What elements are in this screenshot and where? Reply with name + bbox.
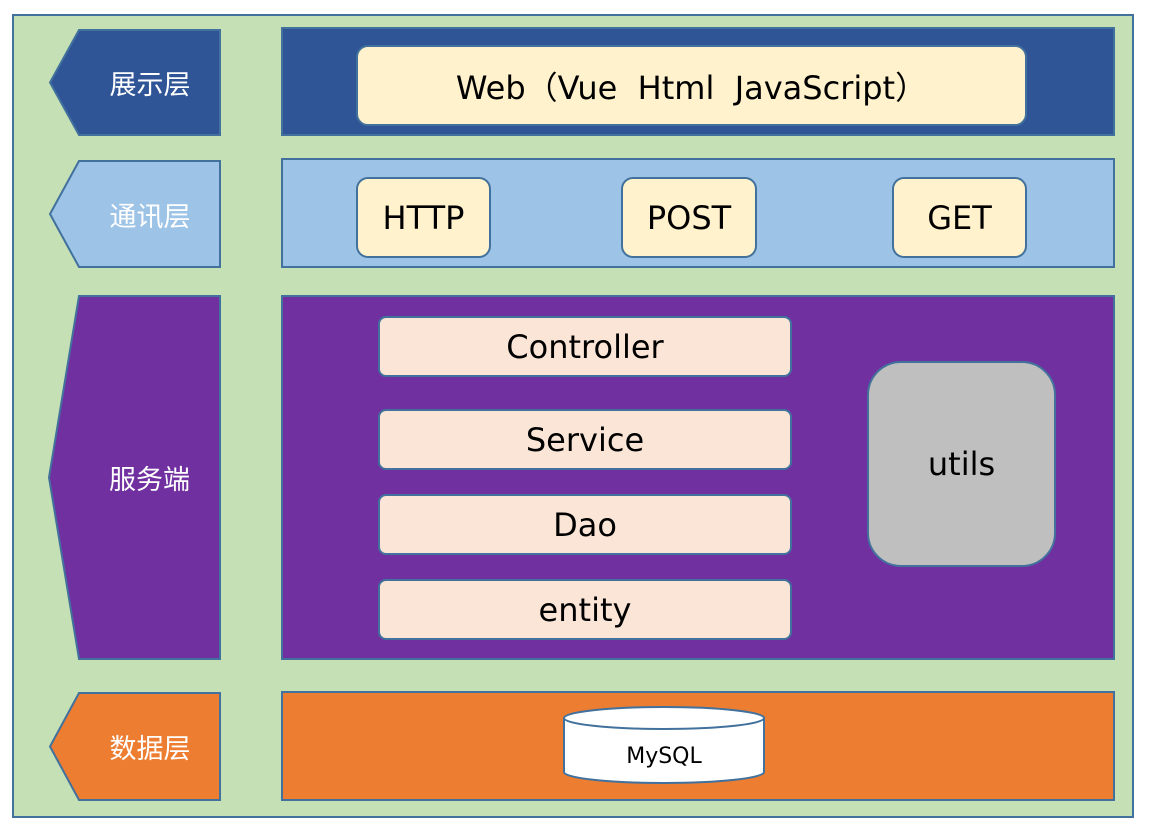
data-layer-title: 数据层 xyxy=(109,734,191,765)
entity-box: entity xyxy=(378,579,792,640)
get-box: GET xyxy=(892,177,1027,258)
utils-box: utils xyxy=(867,361,1056,567)
controller-box: Controller xyxy=(378,316,792,377)
arrow-pentagon-shape xyxy=(48,160,221,268)
web-box: Web（Vue Html JavaScript） xyxy=(356,45,1027,126)
communication-layer-label: 通讯层 xyxy=(48,160,221,268)
service-box: Service xyxy=(378,409,792,470)
mysql-label: MySQL xyxy=(626,743,702,769)
arrow-pentagon-shape xyxy=(48,29,221,136)
database-cylinder-icon xyxy=(563,706,765,784)
presentation-layer-title: 展示层 xyxy=(109,70,191,101)
arrow-pentagon-shape xyxy=(48,692,221,801)
http-box: HTTP xyxy=(356,177,491,258)
data-layer-label: 数据层 xyxy=(48,692,221,801)
arrow-pentagon-shape xyxy=(47,295,221,660)
post-box: POST xyxy=(621,177,757,258)
presentation-layer-label: 展示层 xyxy=(48,29,221,136)
mysql-database: MySQL xyxy=(563,706,765,784)
dao-box: Dao xyxy=(378,494,792,555)
server-layer-title: 服务端 xyxy=(109,465,190,496)
communication-layer-title: 通讯层 xyxy=(109,201,191,233)
server-layer-label: 服务端 xyxy=(47,295,221,660)
